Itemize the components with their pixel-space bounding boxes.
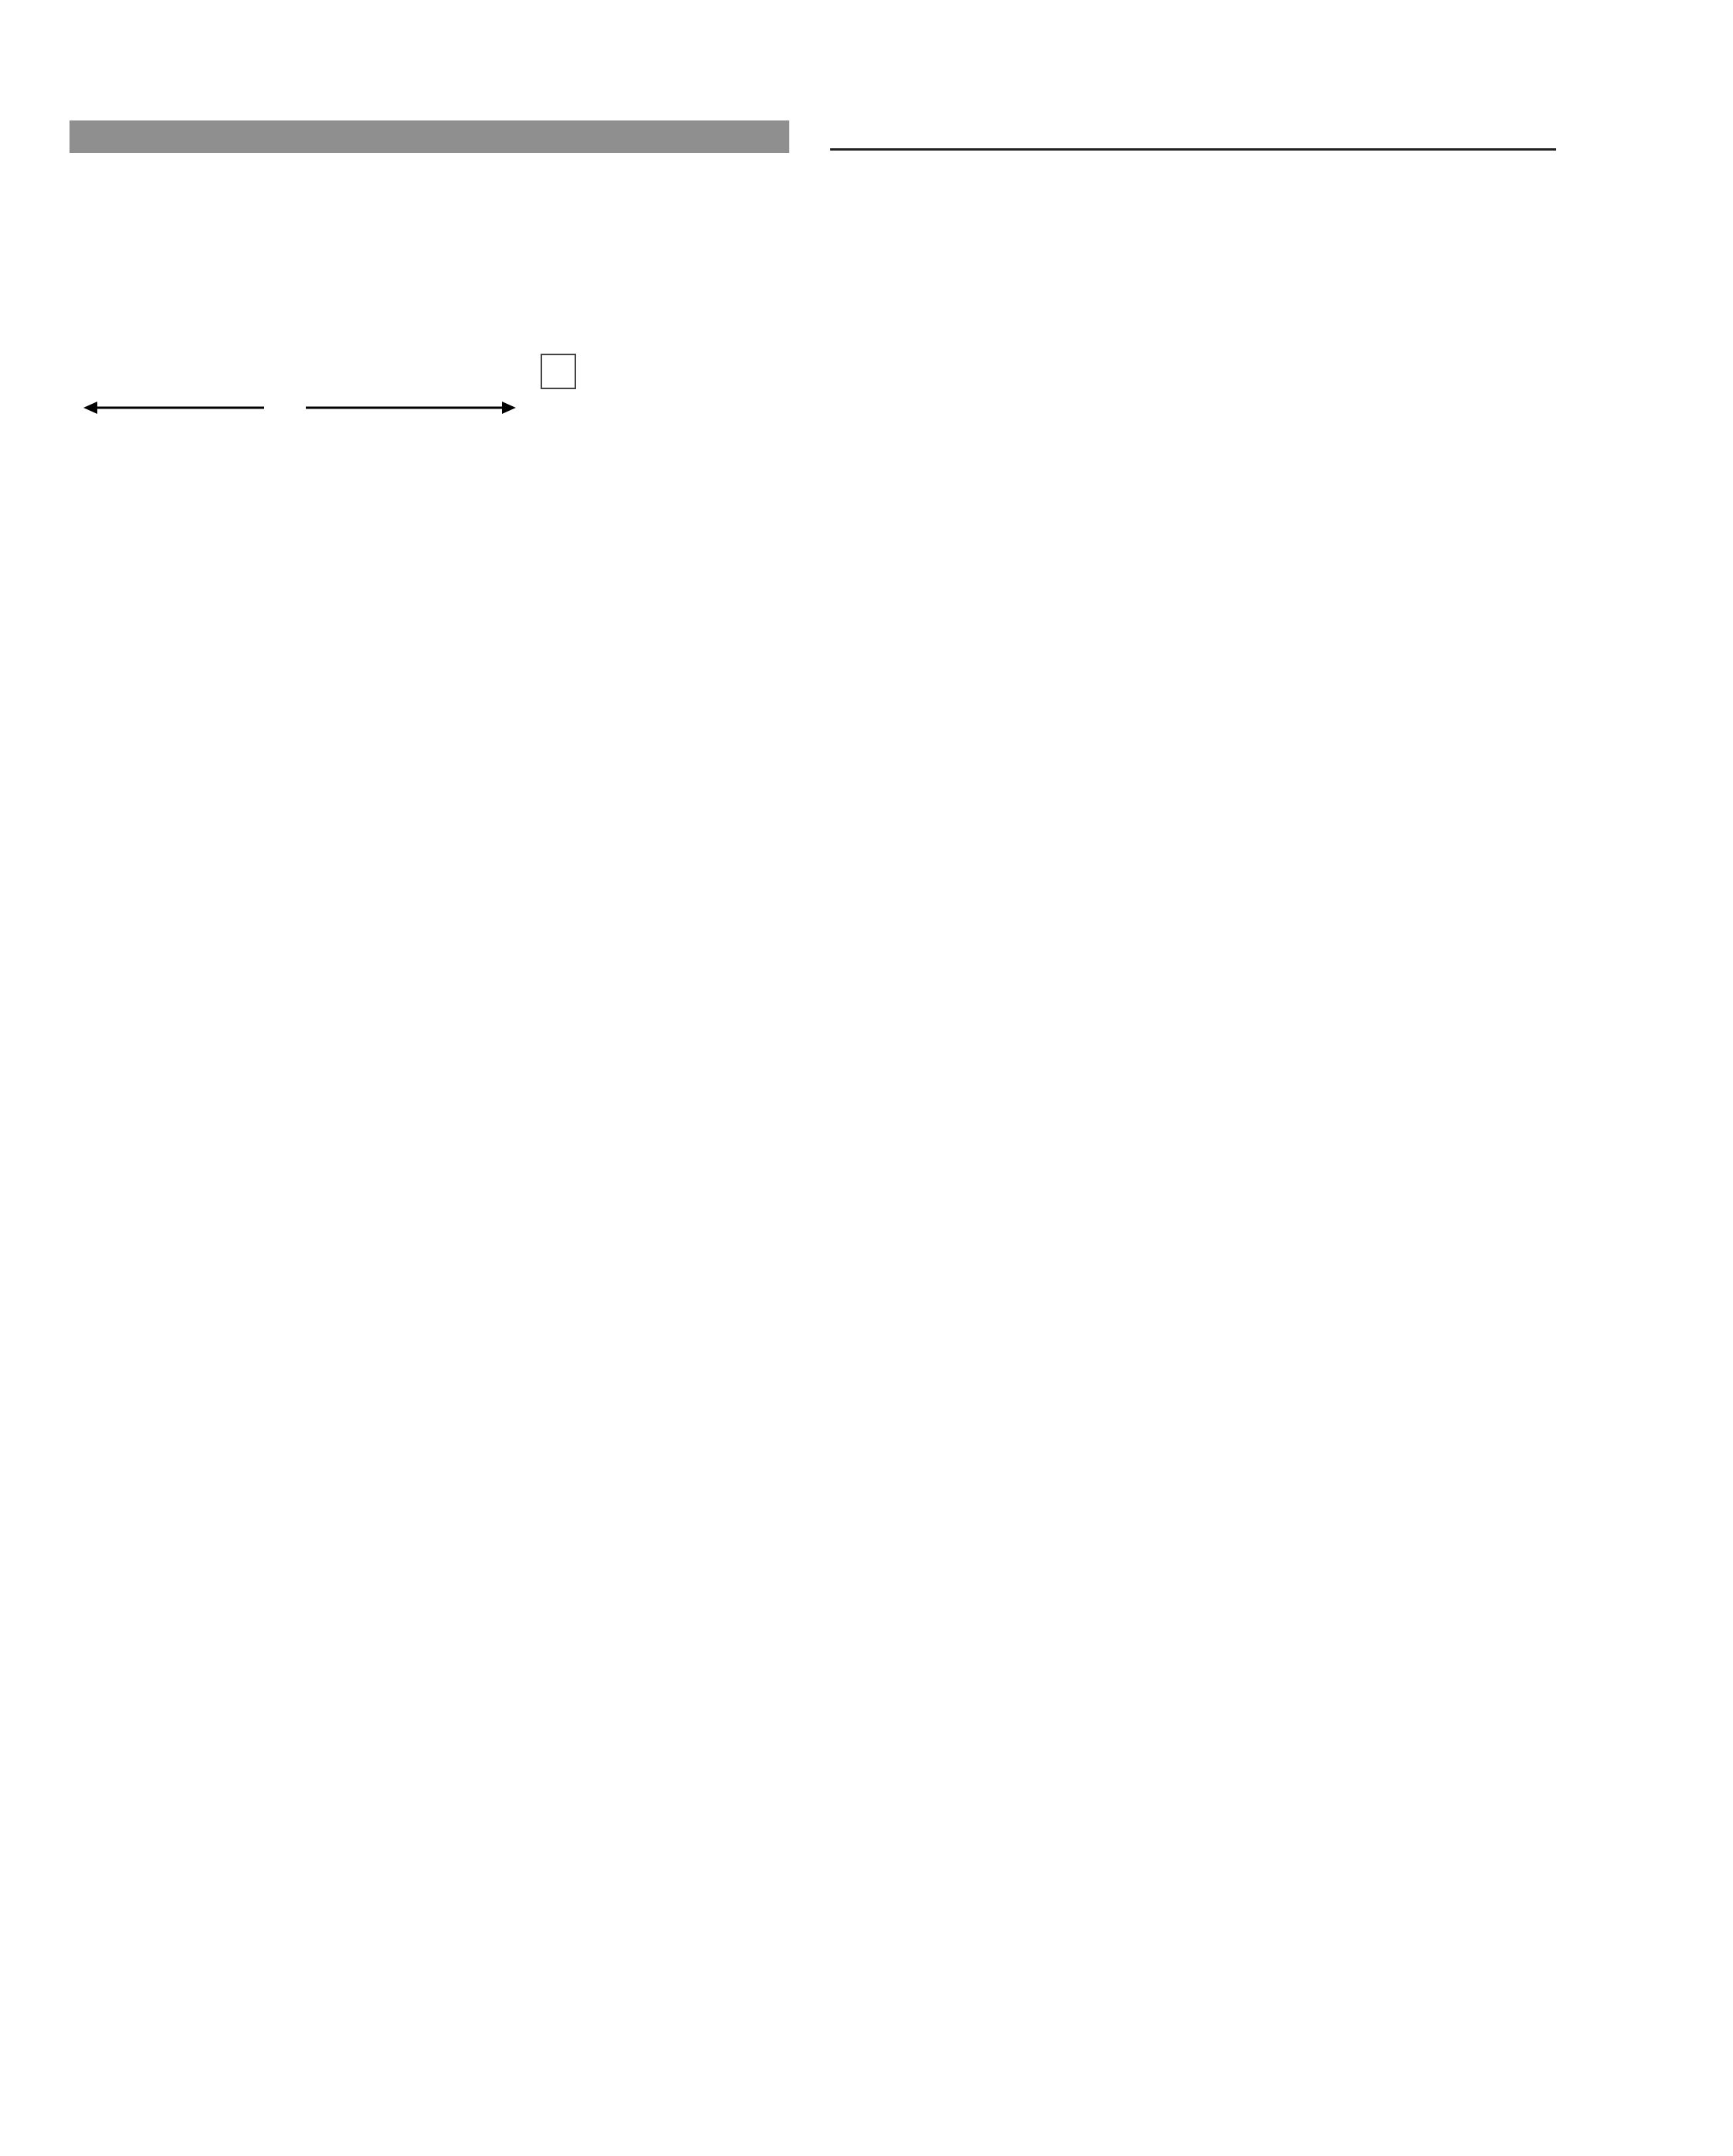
scatter-blaveri-bladder-2-expression xyxy=(1236,1614,1730,2154)
scatter-dyrskjot-bladder-stage xyxy=(687,1614,1151,2154)
km-plot-als-bladder xyxy=(1066,795,1730,1336)
left-arrowhead-icon xyxy=(83,402,97,414)
legend-rule xyxy=(830,148,1556,151)
boxplot-lee-bladder xyxy=(386,803,664,1483)
boxplot-sanchez-carbayo-bladder-2 xyxy=(62,803,386,1483)
scatter-blaveri-bladder-2-stage xyxy=(85,1614,595,2154)
analysis-table-row xyxy=(70,156,610,190)
analysis-table-header xyxy=(70,120,789,153)
boxplot-dyrskjot-bladder-3 xyxy=(645,803,923,1483)
scale-arrows xyxy=(83,402,516,414)
right-arrowhead-icon xyxy=(502,402,516,414)
not-measured-swatch xyxy=(541,354,576,389)
